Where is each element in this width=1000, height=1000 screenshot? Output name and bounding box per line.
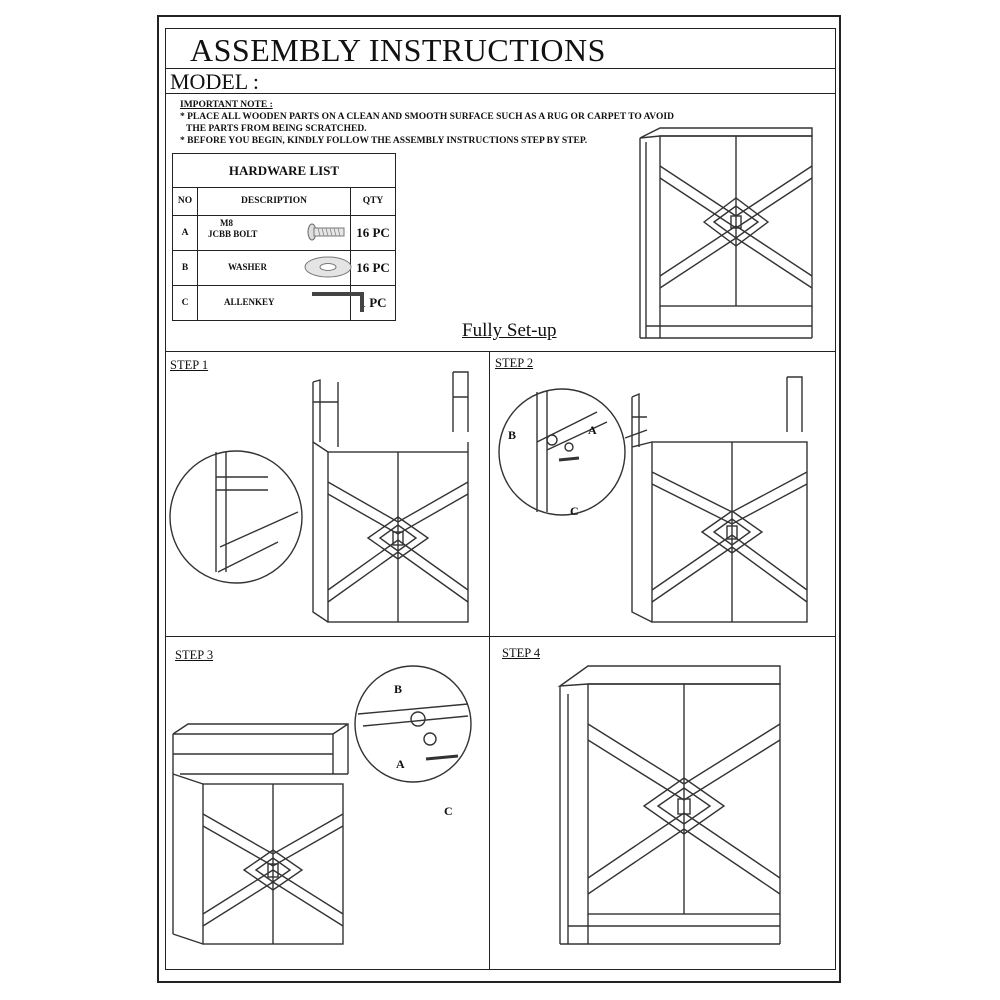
page-outer-border <box>157 15 841 983</box>
note-line-1: * PLACE ALL WOODEN PARTS ON A CLEAN AND … <box>180 112 674 122</box>
allen-key-name: ALLENKEY <box>224 296 275 307</box>
section-divider <box>165 636 836 637</box>
page-inner-frame <box>165 28 836 970</box>
table-row: A M8 JCBB BOLT 16 PC <box>172 214 396 251</box>
row-no: C <box>172 284 198 322</box>
table-row: B WASHER 16 PC <box>172 249 396 286</box>
washer-name: WASHER <box>228 261 268 272</box>
step-2-illustration <box>498 376 808 623</box>
header-description: DESCRIPTION <box>197 187 351 216</box>
washer-icon <box>304 256 352 278</box>
step-1-label: STEP 1 <box>170 358 209 372</box>
callout-a: A <box>588 423 597 437</box>
note-line-2: THE PARTS FROM BEING SCRATCHED. <box>186 124 367 134</box>
note-line-3: * BEFORE YOU BEGIN, KINDLY FOLLOW THE AS… <box>180 136 588 146</box>
row-qty: 1 PC <box>350 284 396 322</box>
callout-b: B <box>394 682 403 696</box>
step-4-label: STEP 4 <box>502 646 541 660</box>
important-note: IMPORTANT NOTE : * PLACE ALL WOODEN PART… <box>180 99 674 147</box>
model-label: MODEL : <box>170 69 260 94</box>
callout-c: C <box>444 804 453 818</box>
row-no: B <box>172 249 198 286</box>
bolt-name: JCBB BOLT <box>208 228 258 239</box>
title-divider <box>165 68 836 69</box>
header-qty: QTY <box>350 187 396 216</box>
step-2-label: STEP 2 <box>495 356 534 370</box>
step-3-illustration <box>172 665 472 945</box>
row-no: A <box>172 214 198 251</box>
hardware-list-caption: HARDWARE LIST <box>172 152 396 189</box>
callout-a: A <box>396 757 405 771</box>
bolt-icon <box>307 223 345 241</box>
row-description: WASHER <box>197 249 352 286</box>
row-description: M8 JCBB BOLT <box>197 214 351 251</box>
hardware-list-table: HARDWARE LIST NO DESCRIPTION QTY A M8 JC… <box>172 152 396 322</box>
bolt-size: M8 <box>220 217 233 228</box>
row-description: ALLENKEY <box>197 284 364 322</box>
header-no: NO <box>172 187 198 216</box>
page-title: ASSEMBLY INSTRUCTIONS <box>190 32 606 68</box>
row-qty: 16 PC <box>350 214 396 251</box>
note-heading: IMPORTANT NOTE : <box>180 100 273 110</box>
callout-c: C <box>570 504 579 518</box>
allen-key-icon <box>312 291 364 312</box>
step-4-cabinet-illustration <box>557 665 781 945</box>
callout-b: B <box>508 428 517 442</box>
row-qty: 16 PC <box>350 249 396 286</box>
table-row: C ALLENKEY 1 PC <box>172 284 396 322</box>
section-divider <box>165 351 836 352</box>
model-divider <box>165 93 836 94</box>
fully-setup-cabinet-illustration <box>639 127 813 339</box>
column-divider <box>489 351 490 969</box>
step-1-illustration <box>169 371 469 623</box>
step-3-label: STEP 3 <box>175 648 214 662</box>
fully-setup-label: Fully Set-up <box>462 320 557 341</box>
